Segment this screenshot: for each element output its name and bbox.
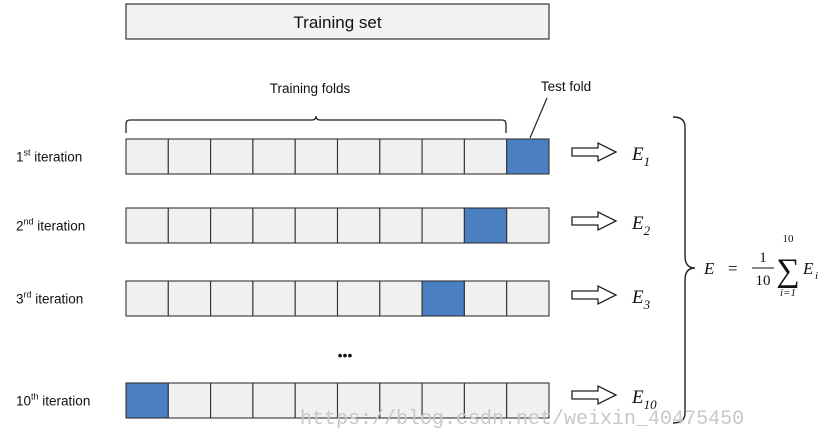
test-fold-cell <box>506 138 550 175</box>
training-fold-cell <box>167 207 212 244</box>
average-error-formula: E = 1 10 10 ∑ i=1 E i <box>703 233 818 299</box>
formula-denominator: 10 <box>756 273 771 289</box>
error-label: E1 <box>631 144 650 169</box>
result-arrow <box>571 384 618 406</box>
test-fold-cell <box>421 280 465 317</box>
iteration-row: 2nd iteration E2 <box>16 207 651 244</box>
training-fold-cell <box>336 280 381 317</box>
training-folds-brace <box>125 115 507 133</box>
training-fold-cell <box>506 207 550 244</box>
iteration-rows: 1st iteration E1 2nd iteration E2 3rd iterat… <box>16 138 657 419</box>
formula-sum-lower: i=1 <box>780 287 796 299</box>
training-fold-cell <box>463 280 508 317</box>
training-fold-cell <box>210 382 254 419</box>
training-fold-cell <box>252 207 296 244</box>
training-fold-cell <box>252 280 296 317</box>
training-fold-cell <box>379 138 423 175</box>
training-fold-cell <box>125 207 169 244</box>
test-fold-cell <box>125 382 169 419</box>
training-fold-cell <box>506 382 550 419</box>
result-arrow <box>571 284 618 306</box>
training-set-box <box>125 3 550 40</box>
formula-numerator: 1 <box>759 250 767 266</box>
training-fold-cell <box>421 207 465 244</box>
training-fold-cell <box>336 382 381 419</box>
result-arrow <box>571 141 618 163</box>
summary-brace <box>672 116 696 424</box>
test-fold-label: Test fold <box>541 79 591 94</box>
result-arrow <box>571 210 618 232</box>
training-fold-cell <box>463 138 508 175</box>
training-fold-cell <box>506 280 550 317</box>
formula-term-sub: i <box>815 270 818 282</box>
iteration-label: 1st iteration <box>16 148 82 165</box>
training-fold-cell <box>125 280 169 317</box>
training-fold-cell <box>294 207 339 244</box>
training-fold-cell <box>252 382 296 419</box>
iteration-label: 10th iteration <box>16 392 90 409</box>
training-fold-cell <box>421 138 465 175</box>
iteration-label: 3rd iteration <box>16 290 83 307</box>
error-label: E3 <box>631 287 651 312</box>
training-fold-cell <box>336 207 381 244</box>
training-fold-cell <box>379 382 423 419</box>
training-fold-cell <box>421 382 465 419</box>
test-fold-cell <box>463 207 508 244</box>
training-fold-cell <box>379 207 423 244</box>
training-fold-cell <box>210 207 254 244</box>
error-label: E10 <box>631 387 657 412</box>
formula-sigma: ∑ <box>776 253 800 289</box>
formula-lhs: E <box>703 259 715 278</box>
formula-term: E <box>802 259 814 278</box>
ellipsis-dots: ••• <box>338 347 353 363</box>
training-fold-cell <box>167 138 212 175</box>
training-fold-cell <box>294 138 339 175</box>
watermark: https://blog.csdn.net/weixin_40475450 <box>300 408 744 431</box>
formula-sum-upper: 10 <box>783 233 795 245</box>
test-fold-pointer <box>529 97 548 139</box>
iteration-label: 2nd iteration <box>16 217 85 234</box>
iteration-row: 3rd iteration E3 <box>16 280 651 317</box>
training-fold-cell <box>294 280 339 317</box>
formula-equals: = <box>728 259 738 278</box>
iteration-row: 10th iteration E10 <box>16 382 657 419</box>
training-fold-cell <box>379 280 423 317</box>
iteration-row: 1st iteration E1 <box>16 138 650 175</box>
training-fold-cell <box>210 138 254 175</box>
training-fold-cell <box>167 280 212 317</box>
training-set-label: Training set <box>293 13 381 32</box>
training-fold-cell <box>210 280 254 317</box>
training-fold-cell <box>336 138 381 175</box>
training-folds-label: Training folds <box>270 81 351 96</box>
training-fold-cell <box>463 382 508 419</box>
error-label: E2 <box>631 213 651 238</box>
training-fold-cell <box>252 138 296 175</box>
training-fold-cell <box>167 382 212 419</box>
training-fold-cell <box>125 138 169 175</box>
